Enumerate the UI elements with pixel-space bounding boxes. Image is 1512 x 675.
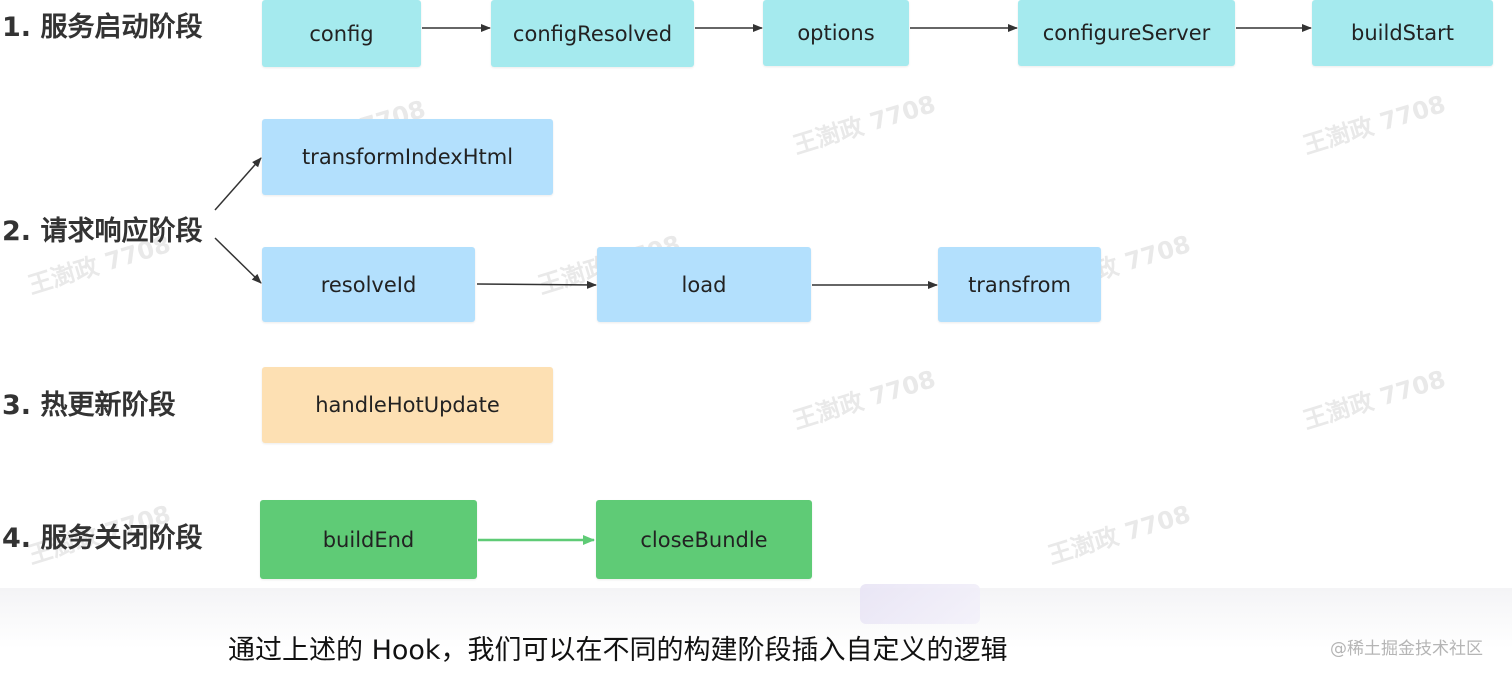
stage-label-hmr: 3. 热更新阶段 [2,390,176,421]
hook-node-configresolved: configResolved [491,0,694,67]
video-overlay-band [0,584,1512,675]
hook-diagram: 王澍政 7708 王澍政 7708 王澍政 7708 王澍政 7708 王澍政 … [2,0,1493,579]
hook-node-transformindexhtml: transformIndexHtml [262,119,553,195]
hook-node-resolveid: resolveId [262,247,475,322]
hook-node-handlehotupdate: handleHotUpdate [262,367,553,443]
arrow-resolveid-to-load [476,280,597,289]
hook-node-configureserver: configureServer [1018,0,1235,66]
brand-watermark: @稀土掘金技术社区 [1330,639,1483,659]
hook-node-transfrom: transfrom [938,247,1101,322]
subtitle-caption: 通过上述的 Hook，我们可以在不同的构建阶段插入自定义的逻辑 [228,635,1008,666]
arrow-stage2-to-resolveid [214,237,262,284]
hook-node-closebundle: closeBundle [596,500,812,579]
hook-node-load: load [597,247,811,322]
stage-label-request: 2. 请求响应阶段 [2,216,203,247]
hook-node-options: options [763,0,909,66]
hook-node-buildend: buildEnd [260,500,477,579]
stage-label-startup: 1. 服务启动阶段 [2,12,203,43]
decorative-shape [860,584,980,624]
hook-node-buildstart: buildStart [1312,0,1493,66]
arrow-stage2-to-transformindexhtml [214,157,262,211]
arrow-layer [214,24,1312,545]
hook-node-config: config [262,0,421,67]
stage-label-close: 4. 服务关闭阶段 [2,523,203,554]
